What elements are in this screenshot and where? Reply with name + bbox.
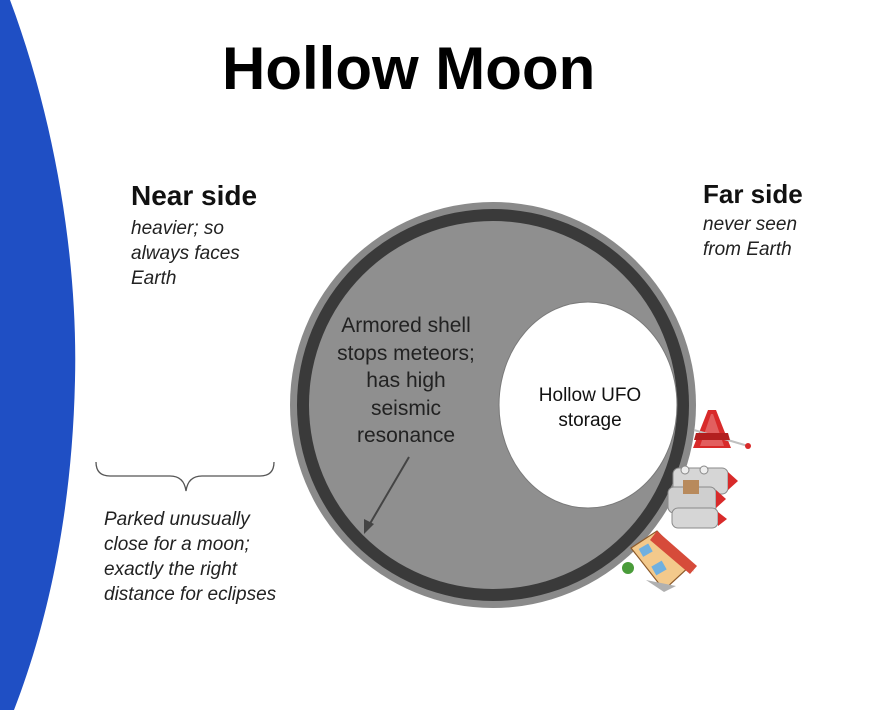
orbit-brace [95,461,275,492]
far-side-description: never seen from Earth [703,214,798,260]
hollow-label: Hollow UFO storage [538,385,642,431]
hollow-interior [498,301,678,509]
near-side-heading: Near side [131,180,258,211]
shell-arrow [364,456,410,534]
radio-tower-icon [693,410,751,449]
orbit-note: Parked unusually close for a moon; exact… [104,509,277,605]
shell-label: Armored shell stops meteors; has high se… [337,314,475,447]
rocket-icon [667,465,738,529]
page-title: Hollow Moon [222,35,596,102]
earth-shape [0,0,76,710]
near-side-description: heavier; so always faces Earth [131,218,240,289]
house-icon [622,530,697,592]
far-side-heading: Far side [703,179,803,209]
